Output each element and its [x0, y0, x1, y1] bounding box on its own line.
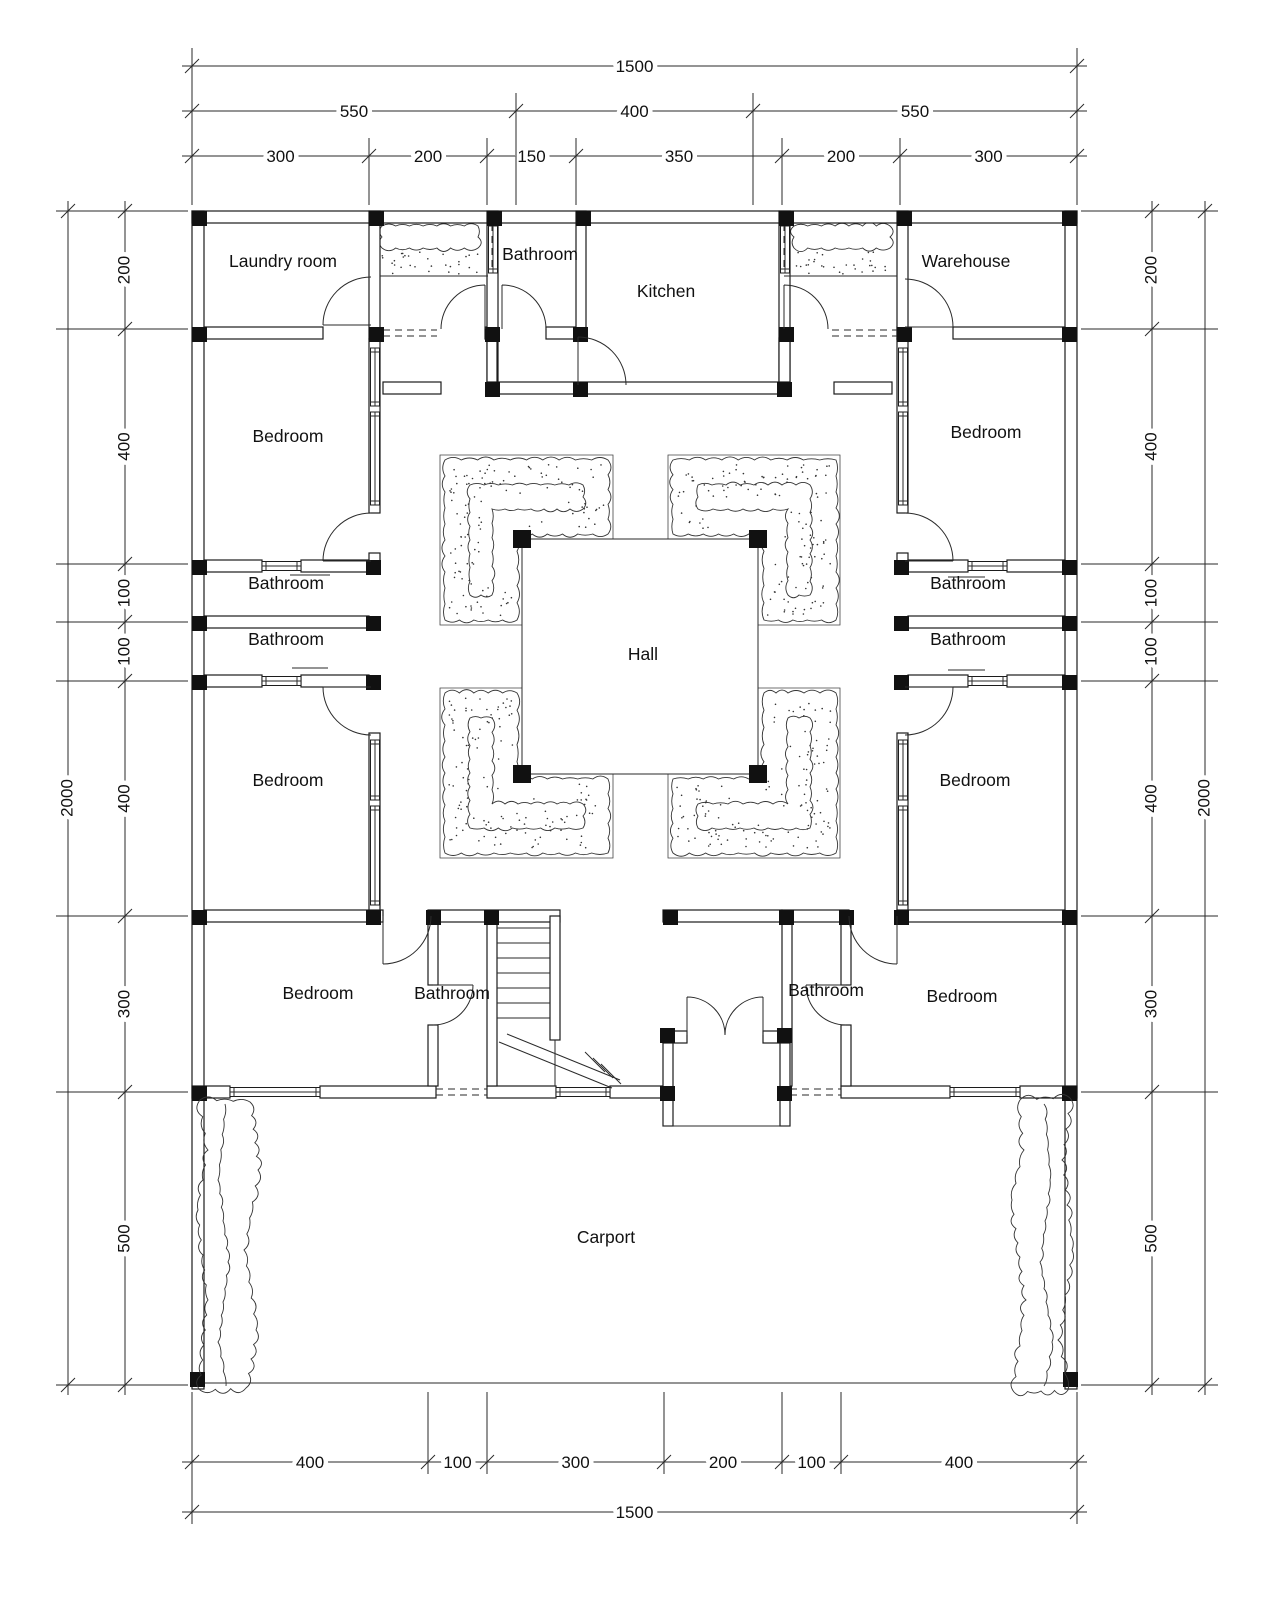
- door-swing-0: [322, 276, 372, 326]
- structural-columns: [190, 211, 1078, 1387]
- door-swing-14: [686, 996, 726, 1036]
- dim-label: 150: [517, 147, 545, 166]
- room-label-bathroom-mid-left-1: Bathroom: [248, 573, 324, 593]
- door-swing-6: [322, 512, 372, 562]
- room-label-bathroom-mid-right-1: Bathroom: [930, 573, 1006, 593]
- room-label-bedroom-mid-left: Bedroom: [252, 770, 323, 790]
- dim-label: 400: [115, 784, 134, 812]
- dim-label: 200: [115, 256, 134, 284]
- dim-label: 100: [797, 1453, 825, 1472]
- room-label-bathroom-bottom-right: Bathroom: [788, 980, 864, 1000]
- dim-label: 300: [974, 147, 1002, 166]
- dim-label: 400: [1142, 432, 1161, 460]
- dim-label: 200: [709, 1453, 737, 1472]
- dim-label: 550: [340, 102, 368, 121]
- door-swing-3: [577, 336, 627, 386]
- door-swing-2: [501, 284, 547, 330]
- door-swing-13: [805, 984, 847, 1026]
- room-label-bedroom-bottom-left: Bedroom: [282, 983, 353, 1003]
- dim-label: 400: [620, 102, 648, 121]
- garden-planters: [378, 221, 894, 859]
- dim-label: 200: [1142, 256, 1161, 284]
- door-swing-9: [904, 686, 954, 736]
- bathroom-fixtures: [290, 574, 985, 671]
- dim-label: 1500: [616, 57, 654, 76]
- dimension-lines: 1500 550 400 550 300 200 150 350 200 300 400 100 300…: [53, 48, 1218, 1527]
- door-swing-15: [724, 996, 764, 1036]
- dim-label: 2000: [1195, 779, 1214, 817]
- door-swing-1: [440, 284, 486, 330]
- dim-label: 300: [115, 990, 134, 1018]
- dim-label: 300: [1142, 990, 1161, 1018]
- door-swing-10: [382, 915, 432, 965]
- dim-label: 300: [266, 147, 294, 166]
- dim-label: 400: [115, 432, 134, 460]
- door-swing-7: [322, 686, 372, 736]
- carport-trees: [195, 1093, 1075, 1397]
- dim-label: 1500: [616, 1503, 654, 1522]
- door-swing-5: [904, 278, 954, 328]
- room-label-bedroom-top-right: Bedroom: [950, 422, 1021, 442]
- dim-label: 2000: [58, 779, 77, 817]
- room-label-bathroom-bottom-left: Bathroom: [414, 983, 490, 1003]
- door-swing-4: [783, 284, 829, 330]
- room-label-bathroom-top: Bathroom: [502, 244, 578, 264]
- room-label-hall: Hall: [628, 644, 658, 664]
- dim-label: 300: [561, 1453, 589, 1472]
- dim-label: 550: [901, 102, 929, 121]
- room-label-laundry: Laundry room: [229, 251, 337, 271]
- room-label-bedroom-mid-right: Bedroom: [939, 770, 1010, 790]
- room-label-bedroom-bottom-right: Bedroom: [926, 986, 997, 1006]
- room-label-carport: Carport: [577, 1227, 635, 1247]
- dim-label: 200: [827, 147, 855, 166]
- door-swings: [322, 276, 954, 1036]
- walls: [191, 210, 1078, 1390]
- room-label-warehouse: Warehouse: [922, 251, 1011, 271]
- room-label-kitchen: Kitchen: [637, 281, 695, 301]
- hall-structure: [513, 530, 767, 783]
- room-label-bathroom-mid-right-2: Bathroom: [930, 629, 1006, 649]
- dim-label: 400: [945, 1453, 973, 1472]
- hidden-wall-dashes: [383, 224, 897, 1096]
- dim-label: 100: [443, 1453, 471, 1472]
- dim-label: 400: [1142, 784, 1161, 812]
- room-label-bedroom-top-left: Bedroom: [252, 426, 323, 446]
- dim-label: 200: [414, 147, 442, 166]
- dim-label: 100: [115, 637, 134, 665]
- dim-label: 500: [115, 1224, 134, 1252]
- door-swing-8: [904, 512, 954, 562]
- windows: [229, 221, 1021, 1097]
- staircase: [497, 927, 622, 1089]
- dim-label: 400: [296, 1453, 324, 1472]
- room-label-bathroom-mid-left-2: Bathroom: [248, 629, 324, 649]
- door-swing-12: [432, 984, 474, 1026]
- door-swing-11: [848, 915, 898, 965]
- dim-label: 350: [665, 147, 693, 166]
- dim-label: 100: [115, 579, 134, 607]
- dim-label: 500: [1142, 1224, 1161, 1252]
- dim-label: 100: [1142, 579, 1161, 607]
- dim-label: 100: [1142, 637, 1161, 665]
